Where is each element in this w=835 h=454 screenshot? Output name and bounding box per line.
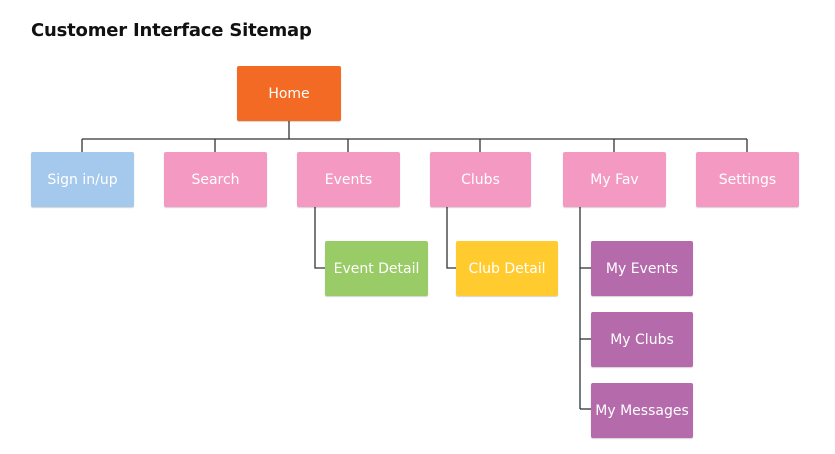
- node-my-messages[interactable]: My Messages: [591, 383, 693, 438]
- node-search[interactable]: Search: [164, 152, 267, 207]
- node-sign-in-up-label: Sign in/up: [47, 171, 118, 188]
- node-my-fav[interactable]: My Fav: [563, 152, 666, 207]
- node-settings[interactable]: Settings: [696, 152, 799, 207]
- node-home[interactable]: Home: [237, 66, 341, 121]
- node-settings-label: Settings: [718, 171, 777, 188]
- node-home-label: Home: [268, 85, 310, 102]
- node-my-clubs[interactable]: My Clubs: [591, 312, 693, 367]
- node-my-clubs-label: My Clubs: [610, 331, 674, 348]
- node-events-label: Events: [324, 171, 373, 188]
- node-event-detail[interactable]: Event Detail: [325, 241, 428, 296]
- node-search-label: Search: [191, 171, 240, 188]
- connector-club-detail: [446, 207, 456, 269]
- page-title: Customer Interface Sitemap: [31, 20, 312, 41]
- node-club-detail[interactable]: Club Detail: [456, 241, 558, 296]
- node-my-fav-label: My Fav: [590, 171, 639, 188]
- node-clubs[interactable]: Clubs: [430, 152, 531, 207]
- node-events[interactable]: Events: [297, 152, 400, 207]
- connector-event-detail: [314, 207, 325, 269]
- node-clubs-label: Clubs: [461, 171, 500, 188]
- node-my-events-label: My Events: [605, 260, 679, 277]
- node-my-messages-label: My Messages: [595, 402, 689, 419]
- node-event-detail-label: Event Detail: [333, 260, 420, 277]
- node-my-events[interactable]: My Events: [591, 241, 693, 296]
- node-club-detail-label: Club Detail: [468, 260, 546, 277]
- node-sign-in-up[interactable]: Sign in/up: [31, 152, 134, 207]
